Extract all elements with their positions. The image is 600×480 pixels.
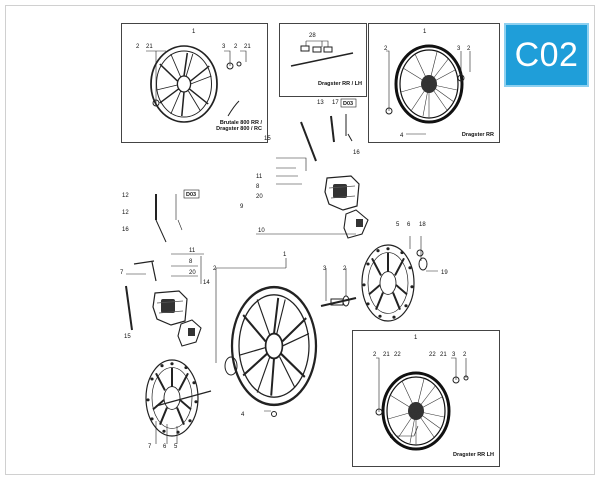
main-disc-left-drawing [145, 359, 212, 444]
callout-3: 3 [457, 46, 461, 52]
callout-2b: 2 [467, 46, 471, 52]
callout-label: 7 [120, 270, 124, 276]
callout-label: 5 [174, 444, 178, 450]
callout-label: 16 [122, 227, 129, 233]
callout-2: 2 [384, 46, 388, 52]
callout-28: 28 [309, 33, 316, 39]
diagram-frame: C02 [5, 5, 595, 475]
callout-label: 11 [256, 174, 263, 180]
callout-label: 2 [213, 266, 217, 272]
callout-label: 2 [343, 266, 347, 272]
inset4-callouts: 1 2 21 22 22 21 3 2 4 [373, 335, 467, 441]
inset-wheel-brutale [121, 23, 268, 143]
section-code-badge: C02 [504, 23, 589, 87]
inset3-callouts: 1 2 3 2 4 [384, 29, 471, 139]
callout-label: 12 [122, 210, 129, 216]
callout-label: 7 [148, 444, 152, 450]
callout-label: 1 [283, 252, 287, 258]
callout-label: 3 [323, 266, 327, 272]
callout-2: 2 [373, 352, 377, 358]
wheel-dragster-rr-lh-drawing [375, 357, 469, 451]
callout-label: 20 [256, 194, 263, 200]
callout-label: 19 [441, 270, 448, 276]
caption-dragster-rr-lh: Dragster RR LH [453, 452, 494, 458]
callout-label: 5 [396, 222, 400, 228]
callout-2: 2 [136, 44, 140, 50]
callout-label: 15 [264, 136, 271, 142]
front-caliper-upper-drawing [256, 114, 369, 239]
callout-label: 18 [419, 222, 426, 228]
callout-label: 16 [353, 150, 360, 156]
callout-label: 10 [258, 228, 265, 234]
inset2-callouts: 28 [309, 33, 316, 39]
callout-label: 12 [122, 193, 129, 199]
caption-dragster-rr: Dragster RR [461, 132, 494, 138]
callout-label: 6 [407, 222, 411, 228]
wheel-dragster-rr-drawing [385, 44, 471, 135]
callout-label: 6 [163, 444, 167, 450]
exploded-parts-drawing: 1 2 21 3 2 21 28 1 2 3 2 4 1 2 21 22 22 … [120, 29, 471, 451]
callout-1: 1 [423, 29, 427, 35]
callout-label: 14 [203, 280, 210, 286]
axle-drawing [290, 40, 354, 67]
callout-4: 4 [390, 435, 394, 441]
callout-label: 8 [189, 259, 193, 265]
inset1-callouts: 1 2 21 3 2 21 [136, 29, 251, 50]
main-disc-right-drawing [361, 236, 438, 322]
callout-1: 1 [192, 29, 196, 35]
callout-label: 17 [332, 100, 339, 106]
section-code: C02 [514, 35, 579, 74]
callout-22b: 22 [429, 352, 436, 358]
main-wheel-drawing [215, 258, 357, 417]
caption-dragster-rr-lh-axle: Dragster RR / LH [317, 81, 362, 87]
ref-code-d03-upper: D03 [343, 101, 353, 107]
callout-label: 4 [241, 412, 245, 418]
callout-4: 4 [400, 133, 404, 139]
callout-label: 9 [240, 204, 244, 210]
callout-22: 22 [394, 352, 401, 358]
ref-code-d03-lower: D03 [186, 192, 196, 198]
callout-21: 21 [146, 44, 153, 50]
callout-label: 8 [256, 184, 260, 190]
callout-3: 3 [222, 44, 226, 50]
callout-21b: 21 [440, 352, 447, 358]
callout-label: Dragster 800 / RC [216, 126, 262, 132]
main-callouts: 13 17 15 16 11 8 20 9 10 12 12 16 11 8 2… [120, 98, 448, 450]
caption-brutale: Brutale 800 RR / Dragster 800 / RC [202, 120, 262, 132]
callout-2b: 2 [234, 44, 238, 50]
callout-label: 15 [124, 334, 131, 340]
callout-21b: 21 [244, 44, 251, 50]
inset-wheel-dragster-rr-lh [352, 330, 500, 467]
wheel-brutale-drawing [146, 45, 247, 123]
callout-3: 3 [452, 352, 456, 358]
callout-label: 20 [189, 270, 196, 276]
callout-label: 11 [189, 248, 196, 254]
callout-2b: 2 [463, 352, 467, 358]
callout-1: 1 [414, 335, 418, 341]
callout-21: 21 [383, 352, 390, 358]
callout-label: 13 [317, 100, 324, 106]
front-caliper-lower-drawing [125, 194, 204, 347]
callout-label: Brutale 800 RR / [219, 120, 262, 126]
